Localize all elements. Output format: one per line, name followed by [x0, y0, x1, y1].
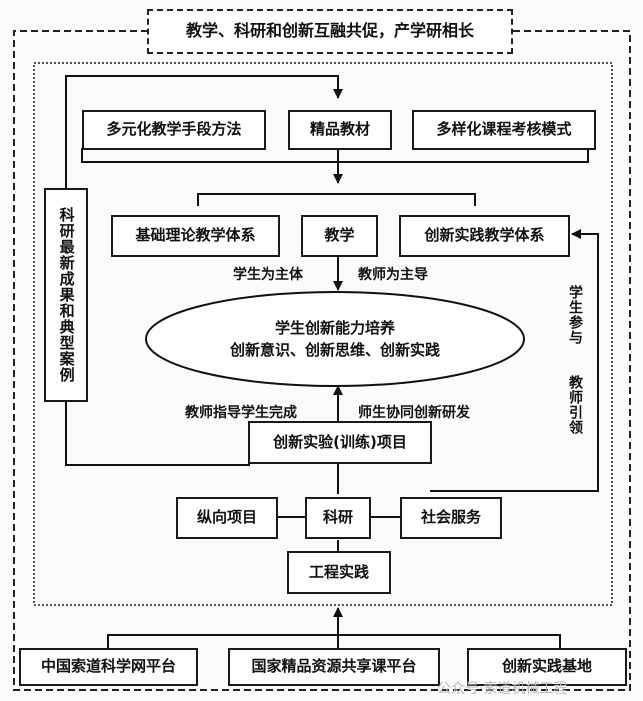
box-vertical-projects: 纵向项目 — [176, 497, 278, 539]
label-teacher-lead: 教师为主导 — [358, 267, 428, 283]
inner-frame — [33, 62, 613, 606]
label-student-participation: 学生参与 — [567, 285, 583, 345]
arrow-project-to-practice-system — [430, 229, 599, 492]
label-student-subject: 学生为主体 — [233, 267, 303, 283]
outer-frame — [13, 30, 631, 691]
connector-row1-bracket — [81, 148, 589, 163]
label-teacher-guide: 教师指导学生完成 — [185, 405, 297, 421]
box-social-service: 社会服务 — [400, 497, 502, 539]
box-innovation-project: 创新实验(训练)项目 — [248, 421, 432, 464]
connector-platforms-bracket — [107, 634, 561, 648]
box-teaching-methods: 多元化教学手段方法 — [82, 110, 266, 150]
box-quality-textbook: 精品教材 — [288, 110, 392, 150]
box-national-course-platform: 国家精品资源共享课平台 — [228, 648, 440, 686]
box-practice-system: 创新实践教学体系 — [399, 215, 570, 257]
label-co-research: 师生协同创新研发 — [358, 405, 470, 421]
center-line-1: 学生创新能力培养 — [274, 318, 395, 337]
box-innovation-base: 创新实践基地 — [467, 648, 627, 686]
center-line-2: 创新意识、创新思维、创新实践 — [229, 341, 440, 359]
box-research-results: 科研最新成果和典型案例 — [44, 188, 88, 402]
box-theory-system: 基础理论教学体系 — [111, 215, 280, 257]
label-teacher-leading: 教师引领 — [567, 375, 583, 435]
box-assessment-models: 多样化课程考核模式 — [412, 110, 596, 150]
connector-row2-bracket — [197, 193, 476, 206]
box-ropeway-platform: 中国索道科学网平台 — [19, 648, 198, 686]
arrow-left-to-textbook — [65, 75, 343, 190]
box-engineering-practice: 工程实践 — [287, 551, 391, 594]
connector-left-to-project — [65, 402, 250, 466]
center-ellipse — [145, 291, 525, 387]
center-text: 学生创新能力培养 创新意识、创新思维、创新实践 — [190, 309, 480, 369]
watermark-text: 公众号·索道机械工程 — [437, 681, 568, 697]
top-banner: 教学、科研和创新互融共促，产学研相长 — [147, 9, 513, 54]
box-teaching: 教学 — [301, 215, 378, 257]
box-research: 科研 — [305, 497, 371, 539]
